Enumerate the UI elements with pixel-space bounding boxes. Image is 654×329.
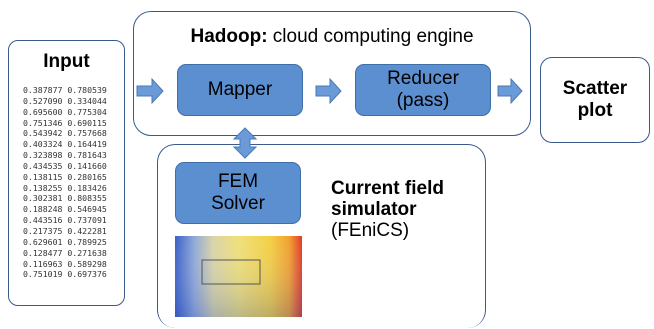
input-title: Input <box>43 51 90 72</box>
arrow-reducer-to-scatter <box>497 77 523 105</box>
input-data-row: 0.138115 0.280165 <box>23 171 107 182</box>
input-data-row: 0.217375 0.422281 <box>23 225 107 236</box>
simulator-label-line1: Current field <box>331 178 444 199</box>
scatter-label-line1: Scatter <box>562 78 628 99</box>
input-data-row: 0.751346 0.690115 <box>23 117 107 128</box>
hadoop-title: Hadoop: cloud computing engine <box>134 26 530 48</box>
input-data-row: 0.188248 0.546945 <box>23 204 107 215</box>
input-data-row: 0.527090 0.334044 <box>23 95 107 106</box>
input-data-row: 0.629601 0.789925 <box>23 236 107 247</box>
hadoop-title-rest: cloud computing engine <box>267 26 474 47</box>
input-data-row: 0.543942 0.757668 <box>23 128 107 139</box>
fem-solver-node: FEM Solver <box>175 162 301 224</box>
input-data-row: 0.323898 0.781643 <box>23 150 107 161</box>
input-data-row: 0.695600 0.775304 <box>23 106 107 117</box>
input-data-row: 0.116963 0.589298 <box>23 258 107 269</box>
input-data-row: 0.128477 0.271638 <box>23 247 107 258</box>
simulation-heatmap-image <box>175 236 302 317</box>
hadoop-title-bold: Hadoop: <box>190 26 268 47</box>
input-data-row: 0.138255 0.183426 <box>23 182 107 193</box>
reducer-label: Reducer <box>387 68 459 89</box>
arrow-mapper-fem-bidirectional <box>232 127 258 159</box>
scatter-label-line2: plot <box>577 100 613 121</box>
fem-solver-label-line1: FEM <box>217 171 259 192</box>
input-data-row: 0.751019 0.697376 <box>23 269 107 280</box>
reducer-sublabel: (pass) <box>396 90 450 111</box>
input-data-row: 0.302381 0.808355 <box>23 193 107 204</box>
input-data-row: 0.443516 0.737091 <box>23 215 107 226</box>
arrow-mapper-to-reducer <box>315 77 342 105</box>
mapper-node: Mapper <box>177 64 303 116</box>
simulator-label-line3: (FEniCS) <box>331 220 410 241</box>
fem-solver-label-line2: Solver <box>211 193 265 214</box>
input-data-row: 0.403324 0.164419 <box>23 139 107 150</box>
input-data-row: 0.434535 0.141660 <box>23 160 107 171</box>
arrow-input-to-mapper <box>136 77 164 105</box>
reducer-node: Reducer (pass) <box>355 64 491 116</box>
simulator-label-line2: simulator <box>331 199 417 220</box>
simulator-label: Current field simulator (FEniCS) <box>331 178 444 241</box>
input-data-row: 0.387877 0.780539 <box>23 85 107 95</box>
mapper-label: Mapper <box>207 79 273 100</box>
scatter-plot-node: Scatter plot <box>540 57 650 143</box>
